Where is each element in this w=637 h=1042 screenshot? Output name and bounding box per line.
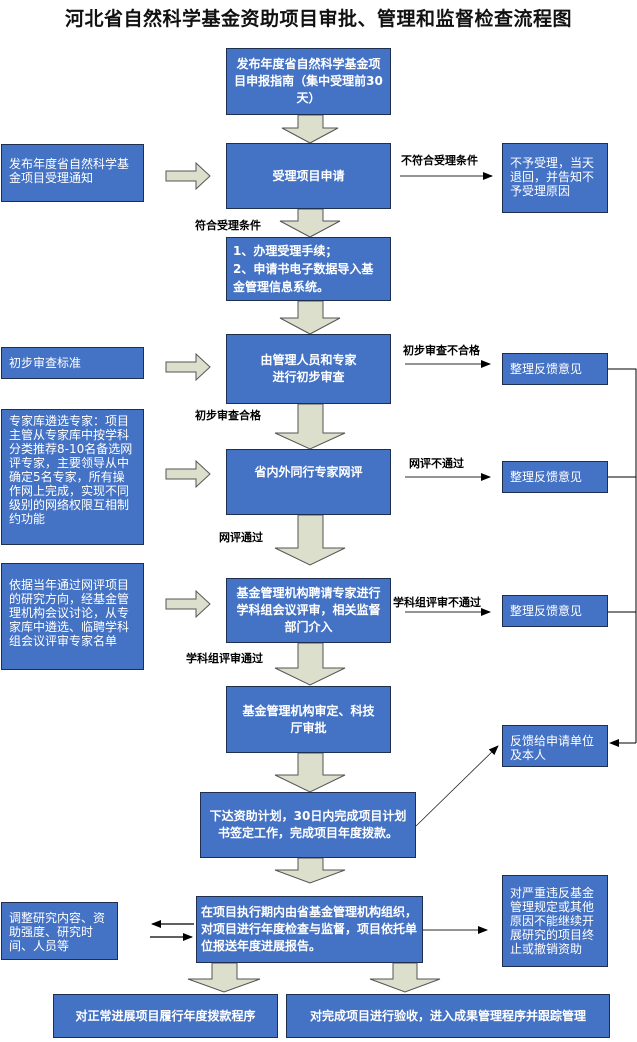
input-text: 发布年度省自然科学基金项目受理通知 (9, 157, 130, 185)
down-arrow-6 (274, 642, 346, 686)
outcome-reject: 不予受理，当天退回，并告知不予受理原因 (502, 143, 608, 213)
outcome-terminate: 对严重违反基金管理规定或其他原因不能继续开展研究的项目终止或撤销资助 (502, 875, 608, 967)
arrow-funding-to-notify (415, 745, 499, 827)
label-peer-pass: 网评通过 (219, 531, 263, 544)
outcome-text: 整理反馈意见 (510, 470, 583, 484)
step-text: 省内外同行专家网评 (254, 465, 363, 479)
down-arrow-2 (279, 208, 341, 238)
step-text: 下达资助计划，30日内完成项目计划书签定工作，完成项目年度拨款。 (209, 809, 407, 840)
step-text: 基金管理机构聘请专家进行学科组会议评审，相关监督部门介入 (236, 586, 381, 634)
step-acceptance: 对完成项目进行验收，进入成果管理程序并跟踪管理 (286, 994, 610, 1038)
step-annual-inspection: 在项目执行期内由省基金管理机构组织，对项目进行年度检查与监督，项目依托单位报送年… (196, 896, 423, 963)
down-arrow-9 (187, 962, 261, 993)
step-panel-review: 基金管理机构聘请专家进行学科组会议评审，相关监督部门介入 (226, 578, 391, 643)
step-publish-guide: 发布年度省自然科学基金项目申报指南（集中受理前30天） (226, 48, 391, 115)
down-arrow-1 (281, 114, 339, 144)
label-panel-fail: 学科组评审不通过 (393, 596, 481, 609)
down-arrow-8 (274, 857, 346, 884)
step-peer-review: 省内外同行专家网评 (226, 449, 391, 515)
step-text: 对完成项目进行验收，进入成果管理程序并跟踪管理 (309, 1008, 586, 1023)
step-text: 由管理人员和专家进行初步审查 (260, 353, 357, 384)
right-arrow-3 (165, 459, 211, 489)
step-funding-plan: 下达资助计划，30日内完成项目计划书签定工作，完成项目年度拨款。 (200, 792, 416, 858)
outcome-notify-applicant: 反馈给申请单位及本人 (502, 725, 608, 767)
down-arrow-5 (274, 514, 346, 566)
input-criteria: 初步审查标准 (1, 347, 144, 379)
label-eligible: 符合受理条件 (195, 219, 261, 232)
right-arrow-2 (165, 352, 211, 382)
diagram-title: 河北省自然科学基金资助项目审批、管理和监督检查流程图 (64, 8, 572, 30)
step-text: 对正常进展项目履行年度拨款程序 (75, 1008, 256, 1023)
step-text: 1、办理受理手续； 2、申请书电子数据导入基金管理信息系统。 (233, 244, 374, 294)
outcome-text: 不予受理，当天退回，并告知不予受理原因 (510, 156, 595, 198)
label-prelim-fail: 初步审查不合格 (403, 344, 480, 357)
step-text: 受理项目申请 (272, 168, 345, 183)
step-approval: 基金管理机构审定、科技厅审批 (226, 686, 391, 753)
step-preliminary-review: 由管理人员和专家进行初步审查 (226, 334, 391, 404)
outcome-feedback-2: 整理反馈意见 (502, 461, 608, 493)
outcome-text: 整理反馈意见 (510, 604, 583, 618)
right-arrow-1 (165, 161, 211, 191)
step-annual-funding: 对正常进展项目履行年度拨款程序 (53, 994, 278, 1038)
input-notice: 发布年度省自然科学基金项目受理通知 (1, 144, 144, 202)
input-panel-selection: 依据当年通过网评项目的研究方向，经基金管理机构会议讨论，从专家库中遴选、临聘学科… (1, 563, 144, 670)
label-panel-pass: 学科组评审通过 (186, 652, 263, 665)
input-text: 调整研究内容、资助强度、研究时间、人员等 (9, 911, 106, 953)
label-peer-fail: 网评不通过 (409, 457, 464, 470)
outcome-text: 整理反馈意见 (510, 362, 583, 376)
step-text: 发布年度省自然科学基金项目申报指南（集中受理前30天） (234, 57, 383, 105)
down-arrow-10 (369, 962, 441, 993)
step-procedures: 1、办理受理手续； 2、申请书电子数据导入基金管理信息系统。 (226, 237, 391, 301)
step-text: 基金管理机构审定、科技厅审批 (242, 703, 375, 735)
outcome-text: 对严重违反基金管理规定或其他原因不能继续开展研究的项目终止或撤销资助 (510, 886, 595, 956)
right-arrow-4 (165, 589, 211, 619)
label-prelim-pass: 初步审查合格 (195, 409, 261, 422)
down-arrow-3 (279, 300, 341, 335)
input-adjust: 调整研究内容、资助强度、研究时间、人员等 (1, 902, 118, 960)
input-text: 初步审查标准 (9, 356, 82, 370)
outcome-text: 反馈给申请单位及本人 (510, 734, 595, 762)
down-arrow-7 (274, 752, 346, 793)
feedback-line-1 (608, 368, 637, 743)
down-arrow-4 (274, 403, 346, 450)
outcome-feedback-1: 整理反馈意见 (502, 353, 608, 385)
input-expert-selection: 专家库遴选专家：项目主管从专家库中按学科分类推荐8-10名备选网评专家，主要领导… (1, 409, 144, 545)
step-accept-application: 受理项目申请 (226, 143, 391, 209)
step-text: 在项目执行期内由省基金管理机构组织，对项目进行年度检查与监督，项目依托单位报送年… (201, 905, 418, 953)
input-text: 专家库遴选专家：项目主管从专家库中按学科分类推荐8-10名备选网评专家，主要领导… (9, 414, 133, 526)
input-text: 依据当年通过网评项目的研究方向，经基金管理机构会议讨论，从专家库中遴选、临聘学科… (9, 578, 130, 648)
outcome-feedback-3: 整理反馈意见 (502, 595, 608, 627)
label-not-eligible: 不符合受理条件 (401, 154, 478, 167)
